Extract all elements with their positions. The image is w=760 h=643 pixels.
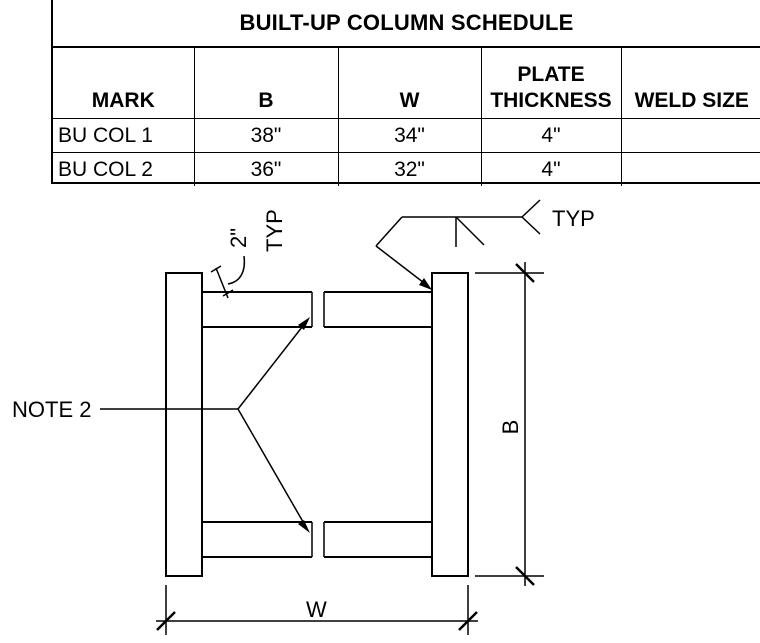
table-row: BU COL 2 36" 32" 4" bbox=[53, 152, 760, 186]
table-row: BU COL 1 38" 34" 4" bbox=[53, 118, 760, 153]
note-label: NOTE 2 bbox=[12, 397, 91, 422]
header-plate-line2: THICKNESS bbox=[490, 89, 612, 112]
edge-dim-label: 2" bbox=[226, 228, 251, 248]
dimension-b bbox=[475, 262, 544, 586]
dimension-w bbox=[156, 585, 478, 635]
weld-arrowhead bbox=[419, 278, 432, 290]
header-plate-line1: PLATE bbox=[517, 63, 585, 86]
cell-plate: 4" bbox=[481, 118, 622, 153]
header-plate-thickness: PLATE THICKNESS bbox=[481, 48, 622, 119]
note-leader bbox=[100, 321, 307, 528]
left-flange-plate bbox=[165, 272, 203, 577]
edge-typ-label: TYP bbox=[262, 209, 287, 252]
cell-mark: BU COL 2 bbox=[53, 152, 195, 186]
cell-w: 32" bbox=[338, 152, 482, 186]
weld-typ-label: TYP bbox=[552, 206, 595, 231]
right-flange-plate bbox=[431, 272, 469, 577]
schedule-header-row: MARK B W PLATE THICKNESS WELD SIZE bbox=[53, 48, 760, 119]
schedule-table: MARK B W PLATE THICKNESS WELD SIZE BU CO… bbox=[53, 48, 760, 186]
leader-arrowhead bbox=[298, 520, 310, 533]
dim-w-label: W bbox=[306, 597, 327, 622]
column-schedule: BUILT-UP COLUMN SCHEDULE MARK B W PLATE … bbox=[51, 0, 760, 186]
cell-mark: BU COL 1 bbox=[53, 118, 195, 153]
cell-b: 36" bbox=[194, 152, 339, 186]
header-weld-size: WELD SIZE bbox=[621, 48, 760, 119]
cell-w: 34" bbox=[338, 118, 482, 153]
cell-plate: 4" bbox=[481, 152, 622, 186]
top-web-plate bbox=[202, 291, 432, 328]
leader-arrowhead bbox=[298, 317, 310, 330]
edge-distance-callout bbox=[210, 255, 246, 299]
header-w: W bbox=[338, 48, 482, 119]
bottom-web-plate bbox=[202, 521, 432, 558]
cell-b: 38" bbox=[194, 118, 339, 153]
dim-b-label: B bbox=[498, 420, 523, 435]
header-b: B bbox=[194, 48, 339, 119]
cell-weld bbox=[621, 118, 760, 153]
header-mark: MARK bbox=[53, 48, 195, 119]
schedule-title: BUILT-UP COLUMN SCHEDULE bbox=[53, 0, 760, 48]
weld-symbol bbox=[375, 199, 541, 287]
